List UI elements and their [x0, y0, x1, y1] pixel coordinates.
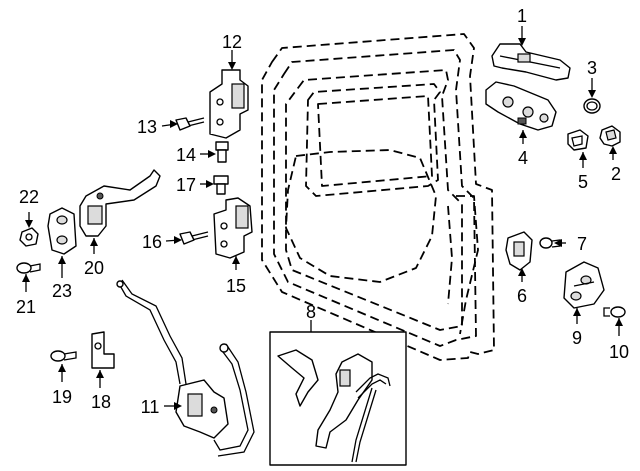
callout-20: 20	[84, 258, 104, 278]
door-shell	[261, 33, 495, 361]
callout-23: 23	[52, 281, 72, 301]
callout-12: 12	[222, 32, 242, 52]
handle-bracket	[485, 81, 557, 131]
screw-10	[603, 306, 626, 318]
bracket-18	[91, 331, 115, 369]
striker	[563, 261, 605, 309]
screw-19	[50, 350, 77, 362]
callout-11: 11	[141, 397, 160, 417]
callout-arrowheads	[22, 38, 623, 410]
bolt-14	[215, 141, 229, 163]
outside-handle	[491, 43, 571, 81]
bolt-13	[175, 117, 205, 131]
callout-10: 10	[609, 342, 629, 362]
gasket-pad	[567, 129, 589, 151]
lock-cap	[599, 125, 621, 147]
callout-1: 1	[517, 6, 527, 26]
lower-hinge	[213, 197, 253, 259]
seal-ring	[583, 98, 601, 114]
callout-8: 8	[306, 302, 316, 322]
callout-7: 7	[577, 234, 587, 254]
callout-17: 17	[176, 175, 196, 195]
actuator-clip	[505, 231, 533, 271]
callout-6: 6	[517, 286, 527, 306]
upper-hinge	[209, 69, 249, 139]
callout-14: 14	[176, 145, 196, 165]
callout-13: 13	[137, 117, 157, 137]
callout-18: 18	[91, 392, 111, 412]
door-latch	[116, 279, 255, 457]
bolt-16	[179, 231, 209, 245]
check-seal	[47, 207, 77, 255]
door-check	[79, 169, 161, 237]
callout-16: 16	[142, 232, 162, 252]
bolt-17	[213, 175, 229, 195]
callout-2: 2	[611, 164, 621, 184]
callout-15: 15	[226, 276, 246, 296]
callout-5: 5	[578, 172, 588, 192]
callout-19: 19	[52, 387, 72, 407]
callout-22: 22	[19, 187, 39, 207]
callout-4: 4	[518, 148, 528, 168]
callout-3: 3	[587, 58, 597, 78]
screw-7	[539, 237, 561, 249]
inset-panel-8	[269, 331, 407, 466]
callout-labels: 1 2 3 4 5 6 7 8 9 10 11 12 13 14 15 16 1…	[16, 6, 629, 417]
screw-21	[16, 262, 41, 274]
nut-22	[19, 227, 39, 247]
callout-21: 21	[16, 297, 36, 317]
callout-9: 9	[572, 328, 582, 348]
